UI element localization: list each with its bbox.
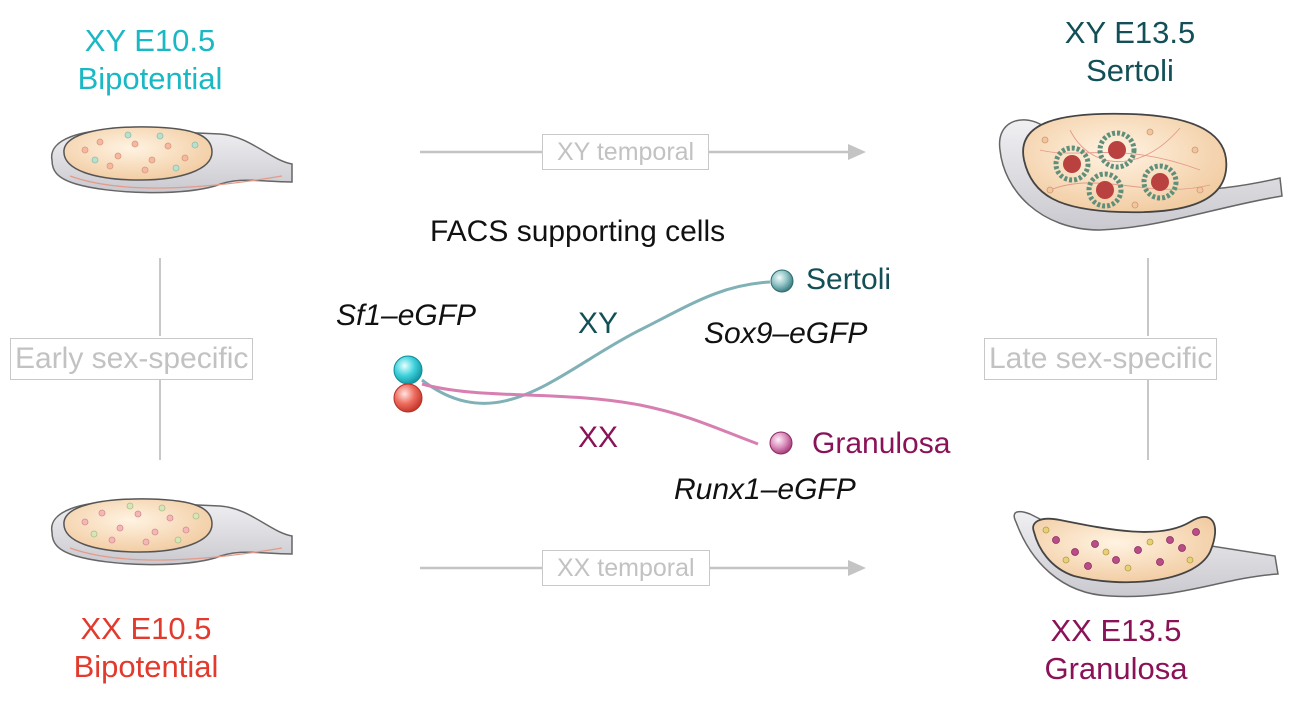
xy-e105-label: XY E10.5 Bipotential xyxy=(40,22,260,98)
testis-cord-cluster xyxy=(1053,130,1179,209)
xy-e135-label: XY E13.5 Sertoli xyxy=(1020,14,1240,90)
xx-lineage-curve xyxy=(421,382,759,446)
xx-e135-type: Granulosa xyxy=(1044,651,1188,686)
xy-e105-type: Bipotential xyxy=(77,61,223,96)
granulosa-cell xyxy=(769,431,793,455)
xy-e135-stage: XY E13.5 xyxy=(1064,15,1196,50)
xx-e105-label: XX E10.5 Bipotential xyxy=(36,610,256,686)
facs-title: FACS supporting cells xyxy=(430,215,726,248)
xy-e105-gonad-illustration xyxy=(51,126,293,194)
xx-e105-type: Bipotential xyxy=(73,649,219,684)
sox9-reporter-label: Sox9–eGFP xyxy=(704,317,868,350)
xx-e135-ovary-illustration xyxy=(1013,510,1279,598)
early-sex-specific-label: Early sex-specific xyxy=(10,338,254,380)
xy-branch-label: XY xyxy=(578,307,619,340)
sf1-reporter-label: Sf1–eGFP xyxy=(336,299,477,332)
xy-temporal-label: XY temporal xyxy=(542,134,710,170)
progenitor-cell-red xyxy=(393,383,423,413)
runx1-reporter-label: Runx1–eGFP xyxy=(674,473,856,506)
sertoli-cell xyxy=(770,269,794,293)
xx-temporal-label: XX temporal xyxy=(542,550,710,586)
xx-branch-label: XX xyxy=(578,421,619,454)
granulosa-label: Granulosa xyxy=(812,427,951,460)
xx-e105-gonad-illustration xyxy=(51,498,293,566)
xy-e105-stage: XY E10.5 xyxy=(84,23,216,58)
late-sex-specific-label: Late sex-specific xyxy=(984,338,1218,380)
xx-e135-label: XX E13.5 Granulosa xyxy=(1006,612,1226,688)
xx-e105-stage: XX E10.5 xyxy=(80,611,212,646)
xy-e135-testis-illustration xyxy=(998,112,1283,231)
xy-lineage-curve xyxy=(421,280,771,405)
progenitor-cell-cyan xyxy=(393,355,423,385)
xx-e135-stage: XX E13.5 xyxy=(1050,613,1182,648)
xy-e135-type: Sertoli xyxy=(1086,53,1174,88)
sertoli-label: Sertoli xyxy=(806,263,892,296)
